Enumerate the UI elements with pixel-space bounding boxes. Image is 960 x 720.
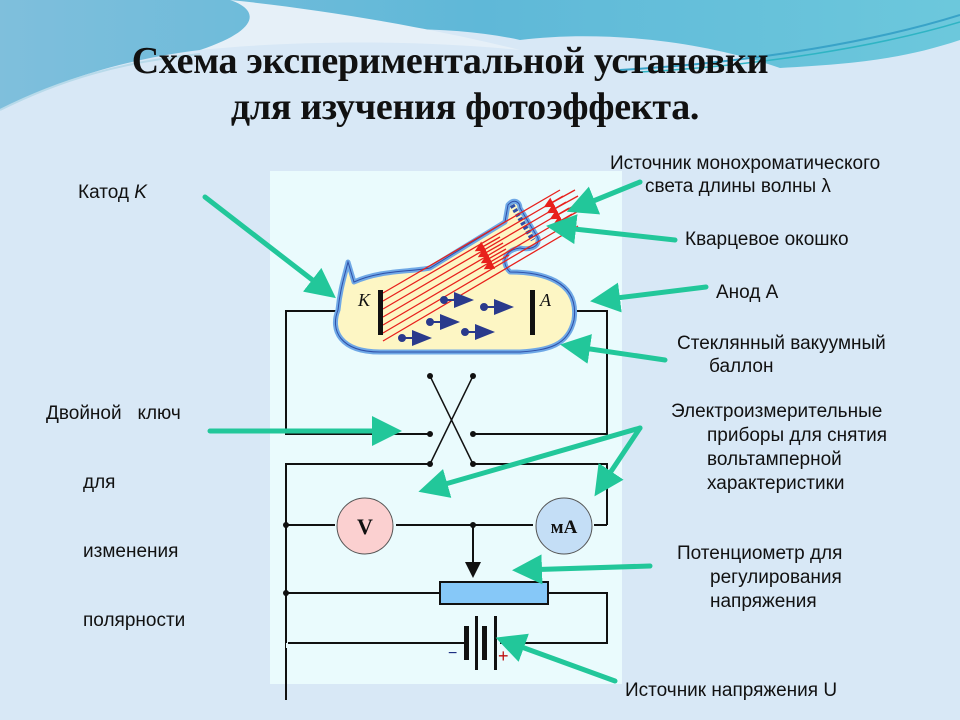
potentiometer-label-line-2: регулирования bbox=[710, 567, 842, 588]
title-line-1: Схема экспериментальной установки bbox=[131, 40, 769, 82]
double-switch bbox=[427, 373, 476, 467]
quartz-window-pointer-arrow bbox=[546, 214, 678, 245]
vacuum-bulb-label: Стеклянный вакуумный баллон bbox=[677, 332, 886, 378]
electrons bbox=[398, 292, 514, 346]
meters-label-line-1: Электроизмерительные bbox=[671, 401, 883, 422]
cathode-plate bbox=[378, 290, 383, 335]
double-switch-label-line-1: Двойной ключ bbox=[46, 403, 181, 424]
double-switch-label-line-3: изменения bbox=[83, 541, 179, 562]
double-switch-label-line-2: для bbox=[83, 472, 116, 493]
voltmeter-label: V bbox=[357, 514, 373, 539]
cathode-letter: K bbox=[357, 290, 371, 310]
anode-plate bbox=[530, 290, 535, 335]
anode-pointer-arrow bbox=[590, 282, 709, 313]
vacuum-bulb-label-line-2: баллон bbox=[709, 356, 774, 377]
battery-pointer-arrow bbox=[495, 633, 618, 684]
battery-plus: + bbox=[498, 646, 509, 666]
double-switch-label: Двойной ключ для изменения полярности bbox=[46, 356, 185, 655]
voltmeter: V bbox=[336, 497, 394, 555]
cathode-label: Катод K bbox=[78, 181, 147, 204]
title-line-2: для изучения фотоэффекта. bbox=[230, 86, 700, 128]
slide-title: Схема экспериментальной установки для из… bbox=[60, 38, 840, 130]
battery-minus: − bbox=[448, 645, 457, 662]
potentiometer-pointer-arrow bbox=[512, 554, 653, 585]
anode-letter: A bbox=[539, 290, 552, 310]
meters-label-line-3: вольтамперной bbox=[707, 449, 842, 470]
potentiometer[interactable] bbox=[439, 581, 549, 605]
potentiometer-label: Потенциометр для регулирования напряжени… bbox=[677, 542, 842, 614]
potentiometer-label-line-3: напряжения bbox=[710, 591, 817, 612]
light-source-label-line-2: света длины волны λ bbox=[645, 176, 831, 197]
meters-label: Электроизмерительные приборы для снятия … bbox=[671, 400, 887, 496]
double-switch-label-line-4: полярности bbox=[83, 610, 186, 631]
anode-label: Анод А bbox=[716, 282, 779, 303]
milliammeter: мА bbox=[535, 497, 593, 555]
quartz-window bbox=[509, 203, 536, 242]
light-source-pointer-arrow bbox=[566, 179, 643, 215]
cathode-label-text: Катод bbox=[78, 182, 135, 203]
voltmeter-pointer-arrow bbox=[418, 425, 643, 498]
vacuum-bulb bbox=[332, 198, 578, 355]
cathode-pointer-arrow bbox=[202, 194, 336, 299]
quartz-window-label: Кварцевое окошко bbox=[685, 229, 849, 250]
cathode-label-symbol: K bbox=[134, 182, 147, 203]
vacuum-bulb-label-line-1: Стеклянный вакуумный bbox=[677, 333, 886, 354]
meters-label-line-4: характеристики bbox=[707, 473, 845, 494]
bulb-pointer-arrow bbox=[560, 334, 668, 364]
milliammeter-label: мА bbox=[551, 517, 578, 538]
pointer-arrows bbox=[202, 179, 709, 684]
meters-label-line-2: приборы для снятия bbox=[707, 425, 888, 446]
light-source-label-line-1: Источник монохроматического bbox=[610, 153, 881, 174]
potentiometer-label-line-1: Потенциометр для bbox=[677, 543, 843, 564]
light-source-label: Источник монохроматического света длины … bbox=[610, 152, 880, 198]
voltage-source-label: Источник напряжения U bbox=[625, 680, 838, 701]
ammeter-pointer-arrow bbox=[594, 425, 643, 497]
